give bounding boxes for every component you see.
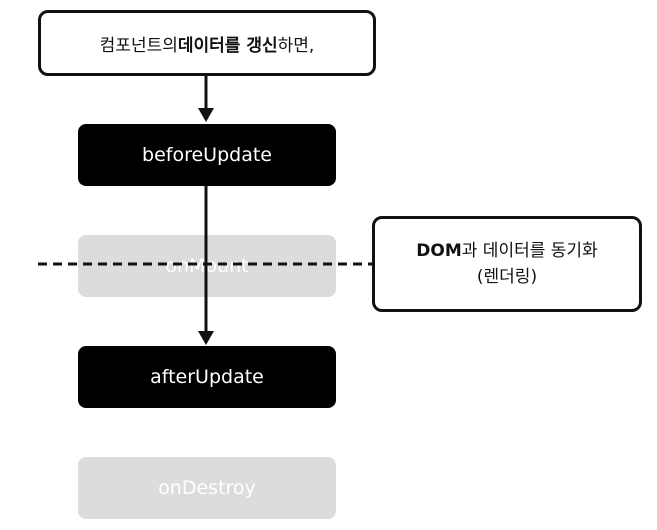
stage-label: beforeUpdate <box>142 144 272 166</box>
side-note-line-2: (렌더링) <box>476 267 538 287</box>
dom-sync-note: DOM과 데이터를 동기화 (렌더링) <box>372 216 642 312</box>
stage-label: onDestroy <box>158 477 256 499</box>
stage-label: afterUpdate <box>150 366 264 388</box>
stage-before-update: beforeUpdate <box>78 124 336 186</box>
arrow-head-icon <box>198 331 214 345</box>
stage-on-destroy: onDestroy <box>78 457 336 519</box>
update-trigger-note: 컴포넌트의 데이터를 갱신 하면, <box>38 10 376 76</box>
side-note-line-1: DOM과 데이터를 동기화 <box>416 238 597 264</box>
arrow-head-icon <box>198 108 214 122</box>
top-note-text-normal-1: 컴포넌트의 <box>99 35 178 56</box>
top-note-text-bold: 데이터를 갱신 <box>177 35 278 56</box>
side-note-line-1-rest: 과 데이터를 동기화 <box>461 240 598 261</box>
side-note-dom: DOM <box>416 240 462 261</box>
stage-after-update: afterUpdate <box>78 346 336 408</box>
top-note-text-normal-2: 하면, <box>277 35 315 56</box>
